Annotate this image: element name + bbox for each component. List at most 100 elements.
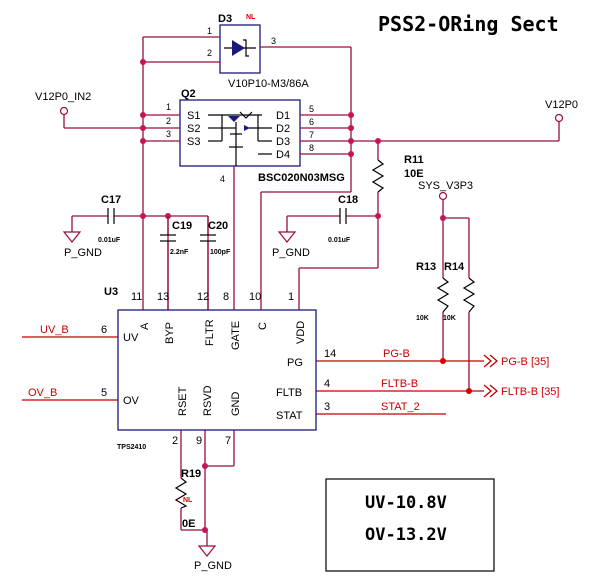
q2-pin8: 8 bbox=[309, 143, 314, 153]
net-pg-b: PG-B bbox=[383, 348, 410, 360]
u3-pin-name: STAT bbox=[276, 410, 303, 422]
d3-symbol-anode bbox=[232, 40, 245, 56]
fltb-b-offpage-ref: FLTB-B [35] bbox=[501, 386, 559, 398]
pgnd-label-2: P_GND bbox=[272, 247, 310, 259]
u3-pin-num: 7 bbox=[225, 435, 231, 447]
u3-pin-name: UV bbox=[123, 332, 139, 344]
capacitor-c17: C17 0.01uF bbox=[98, 194, 121, 244]
sys-v3p3-port-icon bbox=[438, 191, 448, 201]
pgnd-ground-icon-1 bbox=[62, 231, 82, 243]
u3-part: TPS2410 bbox=[117, 444, 146, 451]
u3-pin-name: OV bbox=[123, 395, 140, 407]
q2-pin5: 5 bbox=[309, 104, 314, 114]
u3-pin-name: RSET bbox=[177, 386, 189, 416]
c20-ref: C20 bbox=[208, 220, 228, 232]
fltb-b-offpage-arrow-icon-2 bbox=[489, 384, 498, 398]
q2-body bbox=[179, 99, 301, 167]
u3-pin-num: 4 bbox=[324, 378, 330, 390]
u3-pin-name: GND bbox=[230, 392, 242, 417]
threshold-note: UV-10.8V OV-13.2V bbox=[325, 478, 495, 572]
note-box bbox=[325, 478, 495, 572]
v12p0-in2-port-icon bbox=[59, 106, 69, 116]
d3-body bbox=[219, 24, 261, 74]
q2-d4: D4 bbox=[276, 149, 290, 161]
u3-pin-name: RSVD bbox=[202, 385, 214, 416]
net-stat-2: STAT_2 bbox=[381, 401, 420, 413]
c19-ref: C19 bbox=[172, 220, 192, 232]
u3-pin-num: 13 bbox=[157, 291, 169, 303]
q2-pin6: 6 bbox=[309, 117, 314, 127]
resistor-r19: R19 NL 0E bbox=[174, 468, 201, 530]
u3-pin-num: 5 bbox=[101, 387, 107, 399]
u3-pin-num: 1 bbox=[288, 291, 294, 303]
u3-pin-num: 3 bbox=[324, 401, 330, 413]
u3-pin-name: GATE bbox=[230, 321, 242, 350]
q2-d2: D2 bbox=[276, 123, 290, 135]
c17-ref: C17 bbox=[101, 194, 121, 206]
u3-pin-num: 11 bbox=[131, 291, 142, 303]
pg-b-offpage-arrow-icon bbox=[483, 354, 492, 368]
u3-pin-num: 2 bbox=[172, 435, 178, 447]
u3-pin-name: A bbox=[139, 322, 151, 330]
u3-pin-name: C bbox=[257, 322, 269, 330]
c19-value: 2.2nF bbox=[170, 249, 189, 256]
capacitor-c18: C18 0.01uF bbox=[328, 194, 358, 244]
signal-wires bbox=[22, 336, 484, 415]
c18-ref: C18 bbox=[338, 194, 358, 206]
d3-pin2: 2 bbox=[207, 48, 212, 58]
net-fltb-b: FLTB-B bbox=[381, 378, 418, 390]
d3-part: V10P10-M3/86A bbox=[228, 78, 309, 90]
q2-pin3: 3 bbox=[166, 129, 171, 139]
q2-s3: S3 bbox=[187, 136, 200, 148]
r19-ref: R19 bbox=[181, 468, 201, 480]
q2-s2: S2 bbox=[187, 123, 200, 135]
d3-symbol-cathode bbox=[243, 39, 249, 57]
u3-pin-name: BYP bbox=[164, 322, 176, 344]
r19-nl-mark: NL bbox=[183, 497, 193, 504]
net-v12p0: V12P0 bbox=[545, 99, 578, 111]
net-sys-v3p3: SYS_V3P3 bbox=[418, 180, 473, 192]
q2-d3: D3 bbox=[276, 136, 290, 148]
u3-pin-name: FLTB bbox=[276, 387, 302, 399]
q2-d1: D1 bbox=[276, 110, 290, 122]
d3-pin1: 1 bbox=[207, 26, 212, 36]
junction-dots bbox=[140, 59, 472, 533]
q2-pin7: 7 bbox=[309, 130, 314, 140]
r19-value: 0E bbox=[182, 518, 195, 530]
pg-b-offpage-ref: PG-B [35] bbox=[501, 356, 549, 368]
r11-ref: R11 bbox=[404, 154, 424, 166]
d3-ref: D3 bbox=[218, 13, 232, 25]
v12p0-port-icon bbox=[554, 113, 564, 123]
pg-b-offpage-arrow-icon-2 bbox=[489, 354, 498, 368]
u3-pin-num: 10 bbox=[249, 291, 261, 303]
net-ov-b: OV_B bbox=[28, 387, 57, 399]
c18-value: 0.01uF bbox=[328, 237, 351, 244]
q2-part: BSC020N03MSG bbox=[258, 172, 345, 184]
pgnd-label-1: P_GND bbox=[64, 247, 102, 259]
r13-value: 10K bbox=[416, 315, 429, 322]
net-v12p0-in2: V12P0_IN2 bbox=[35, 91, 91, 103]
u3-body bbox=[117, 309, 317, 431]
q2-s1: S1 bbox=[187, 110, 200, 122]
sheet-title: PSS2-ORing Sect bbox=[378, 12, 559, 36]
u3-pin-name: VDD bbox=[295, 321, 307, 344]
power-ports: V12P0_IN2 V12P0 SYS_V3P3 P_GND P_GND P_G… bbox=[28, 91, 578, 572]
c20-value: 100pF bbox=[210, 249, 231, 256]
q2-pin1: 1 bbox=[166, 102, 171, 112]
pgnd-ground-icon-2 bbox=[277, 231, 297, 243]
capacitor-c19: C19 2.2nF bbox=[160, 216, 192, 256]
r13-ref: R13 bbox=[416, 261, 436, 273]
note-uv: UV-10.8V bbox=[365, 493, 447, 513]
u3-pin-num: 8 bbox=[223, 291, 229, 303]
u3-pin-num: 14 bbox=[324, 348, 336, 360]
net-uv-b: UV_B bbox=[40, 324, 69, 336]
q2-pin4: 4 bbox=[220, 174, 225, 184]
resistor-r11: R11 10E bbox=[371, 154, 424, 193]
d3-pin3: 3 bbox=[271, 36, 276, 46]
diode-d3: D3 NL V10P10-M3/86A 1 2 3 bbox=[207, 13, 309, 90]
d3-nl-mark: NL bbox=[246, 14, 256, 21]
c17-value: 0.01uF bbox=[98, 237, 121, 244]
fltb-b-offpage-arrow-icon bbox=[483, 384, 492, 398]
r14-value: 10K bbox=[443, 315, 456, 322]
